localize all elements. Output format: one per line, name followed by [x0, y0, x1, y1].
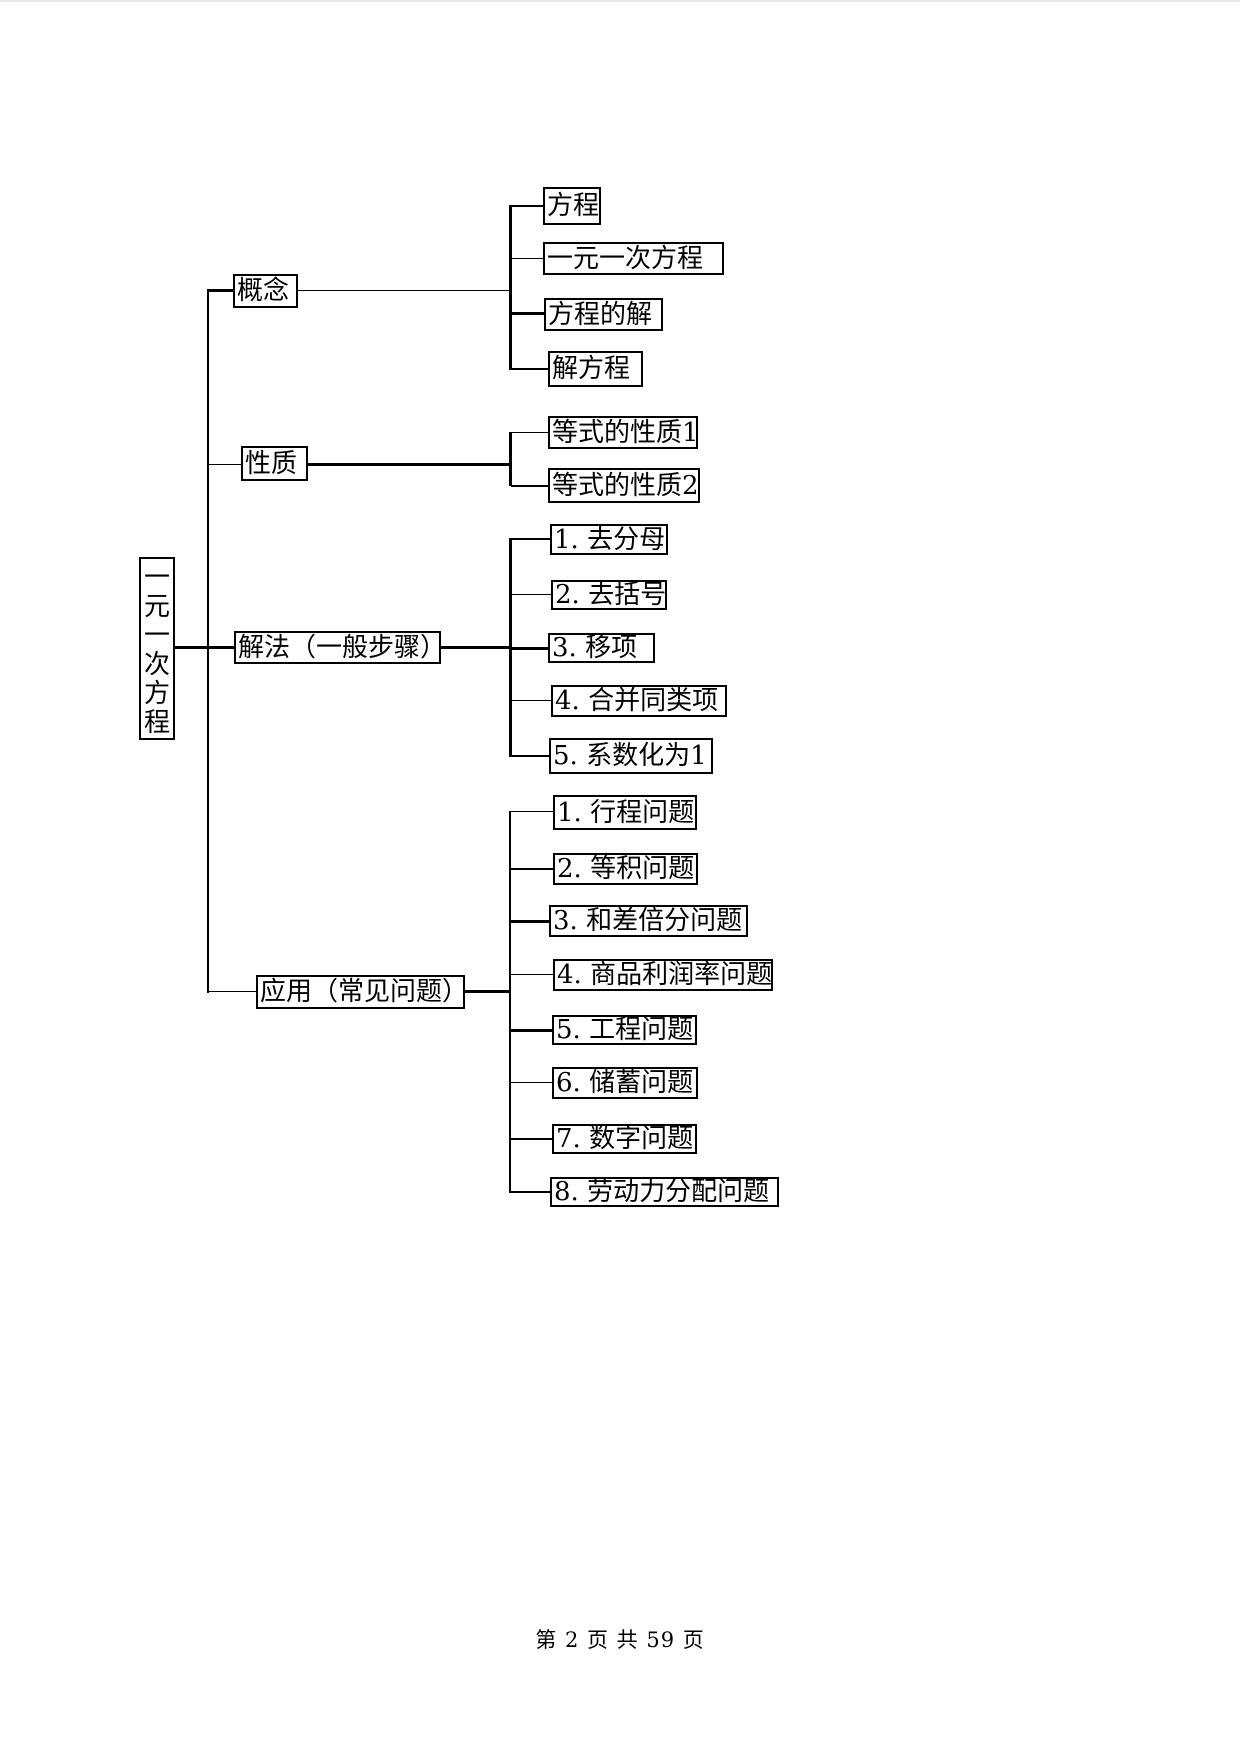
node-applications: 应用（常见问题）: [256, 975, 468, 1009]
connector-line: [511, 1029, 552, 1032]
connector-line: [509, 538, 512, 757]
connector-line: [511, 485, 548, 487]
connector-line: [511, 538, 550, 540]
connector-line: [511, 205, 543, 207]
connector-line: [511, 1082, 552, 1083]
connector-line: [509, 205, 512, 370]
connector-line: [207, 289, 209, 993]
connector-line: [207, 289, 233, 292]
connector-line: [511, 312, 544, 315]
node-problem-distance: 1. 行程问题: [553, 795, 697, 830]
connector-line: [511, 755, 549, 757]
connector-line: [511, 1138, 552, 1140]
connector-line: [511, 811, 553, 812]
connector-line: [207, 464, 241, 465]
connector-line: [207, 991, 256, 992]
connector-line: [509, 811, 511, 1193]
node-step-clear-denominators: 1. 去分母: [550, 524, 668, 555]
node-step-remove-brackets: 2. 去括号: [551, 580, 667, 610]
connector-line: [511, 868, 553, 870]
node-solution-steps: 解法（一般步骤）: [234, 631, 446, 664]
connector-line: [511, 594, 551, 595]
node-solving-equation: 解方程: [548, 351, 643, 387]
node-problem-equal-volume: 2. 等积问题: [553, 853, 698, 885]
connector-line: [511, 1191, 550, 1193]
connector-line: [511, 647, 548, 650]
connector-line: [175, 646, 234, 649]
connector-line: [509, 432, 512, 486]
node-problem-savings: 6. 储蓄问题: [552, 1067, 698, 1099]
connector-line: [511, 368, 548, 370]
node-step-combine-like-terms: 4. 合并同类项: [551, 685, 727, 717]
node-equality-property-2: 等式的性质2: [548, 468, 700, 503]
node-root-linear-equation: 一 元 一 次 方 程: [139, 557, 175, 740]
connector-line: [308, 463, 511, 466]
node-problem-sum-difference-multiple: 3. 和差倍分问题: [549, 905, 748, 937]
node-problem-labor-allocation: 8. 劳动力分配问题: [550, 1177, 779, 1207]
connector-line: [441, 646, 511, 649]
node-solution-of-equation: 方程的解: [544, 298, 663, 331]
connector-line: [298, 290, 511, 291]
connector-line: [511, 432, 548, 433]
node-problem-digits: 7. 数字问题: [552, 1124, 697, 1154]
connector-line: [511, 920, 549, 923]
node-concept: 概念: [233, 274, 298, 308]
node-equality-property-1: 等式的性质1: [548, 416, 699, 449]
connector-line: [511, 700, 551, 701]
node-problem-engineering: 5. 工程问题: [552, 1015, 697, 1045]
node-linear-equation-one-variable: 一元一次方程: [543, 242, 724, 275]
connector-line: [511, 974, 553, 975]
connector-line: [465, 990, 511, 993]
node-step-coefficient-to-1: 5. 系数化为1: [549, 738, 713, 774]
node-properties: 性质: [241, 446, 308, 481]
page-number: 第 2 页 共 59 页: [535, 1628, 705, 1652]
node-problem-profit-rate: 4. 商品利润率问题: [553, 959, 773, 991]
connector-line: [511, 258, 543, 259]
node-step-move-terms: 3. 移项: [548, 633, 655, 663]
node-equation: 方程: [543, 187, 601, 225]
